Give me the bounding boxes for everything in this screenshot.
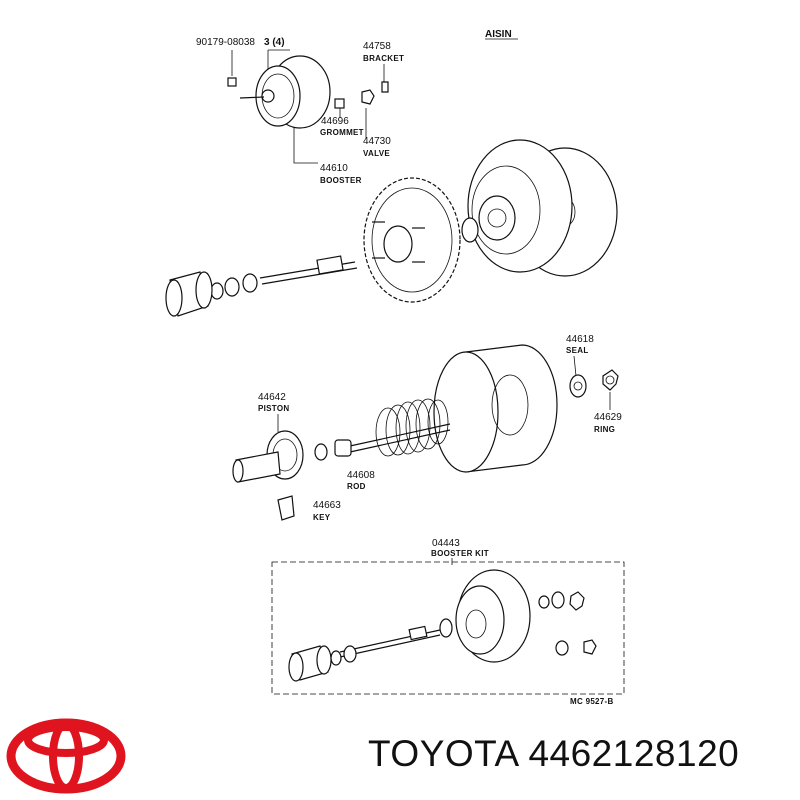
brand-line: TOYOTA 4462128120 bbox=[368, 733, 739, 775]
label-kit: BOOSTER KIT bbox=[431, 549, 489, 558]
label-valve-no: 44730 bbox=[363, 136, 391, 147]
label-ring: RING bbox=[594, 425, 615, 434]
label-booster-no: 44610 bbox=[320, 163, 348, 174]
label-bracket-no: 44758 bbox=[363, 41, 391, 52]
label-ring-no: 44629 bbox=[594, 412, 622, 423]
label-qty: 3 (4) bbox=[264, 37, 285, 48]
label-rod: ROD bbox=[347, 482, 366, 491]
booster-shell-drawing bbox=[363, 139, 618, 303]
brand-name: TOYOTA bbox=[368, 733, 518, 774]
label-rod-no: 44608 bbox=[347, 470, 375, 481]
booster-kit-drawing bbox=[288, 569, 597, 682]
label-booster: BOOSTER bbox=[320, 176, 362, 185]
label-part-90179: 90179-08038 bbox=[196, 37, 255, 48]
label-bracket: BRACKET bbox=[363, 54, 404, 63]
booster-kit-box bbox=[271, 561, 625, 695]
label-valve: VALVE bbox=[363, 149, 390, 158]
label-maker: AISIN bbox=[485, 29, 512, 40]
label-grommet: GROMMET bbox=[320, 128, 364, 137]
top-booster-drawing bbox=[227, 55, 389, 129]
label-ref: MC 9527-B bbox=[570, 697, 614, 706]
label-key-no: 44663 bbox=[313, 500, 341, 511]
toyota-logo bbox=[6, 718, 126, 794]
label-grommet-no: 44696 bbox=[321, 116, 349, 127]
label-piston: PISTON bbox=[258, 404, 289, 413]
label-seal-no: 44618 bbox=[566, 334, 594, 345]
label-kit-no: 04443 bbox=[432, 538, 460, 549]
label-seal: SEAL bbox=[566, 346, 589, 355]
piston-assembly-drawing bbox=[232, 344, 619, 521]
push-rod-drawing bbox=[165, 255, 358, 317]
part-number: 4462128120 bbox=[528, 733, 740, 774]
label-key: KEY bbox=[313, 513, 331, 522]
label-piston-no: 44642 bbox=[258, 392, 286, 403]
